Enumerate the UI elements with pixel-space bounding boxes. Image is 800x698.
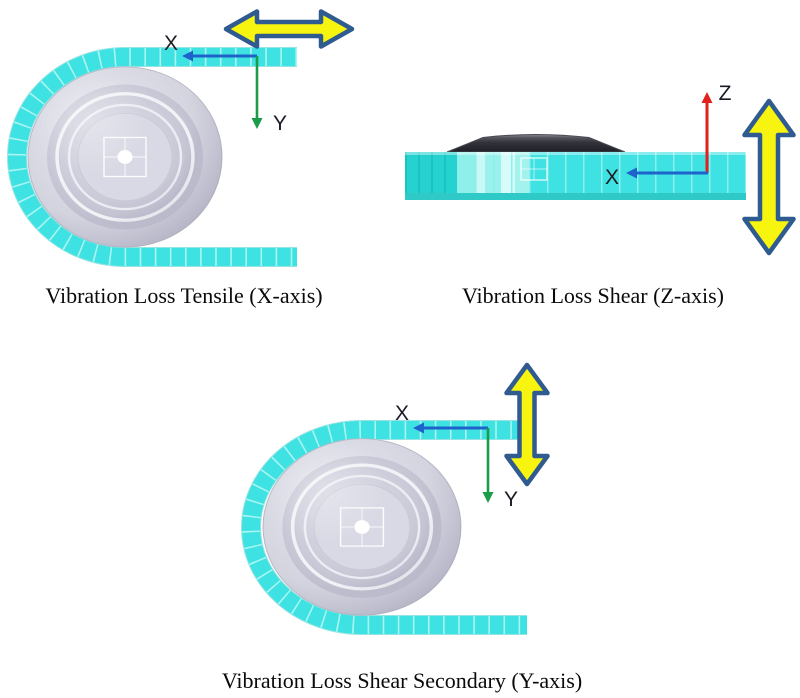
vibration-double-arrow-horizontal-icon — [223, 9, 355, 49]
z-axis-label: Z — [719, 82, 732, 105]
x-axis-label: X — [395, 402, 409, 425]
dome-side-profile — [446, 134, 626, 153]
y-axis-arrowhead-icon — [251, 118, 263, 129]
slab-top-highlight — [405, 152, 746, 155]
y-axis-label: Y — [504, 488, 518, 511]
caption-shear-secondary-y: Vibration Loss Shear Secondary (Y-axis) — [222, 668, 582, 693]
speaker-disc — [261, 436, 463, 618]
x-axis-arrowhead-icon — [626, 167, 637, 179]
coordinate-axes: X Y — [395, 402, 518, 511]
slab-light-stripe — [501, 152, 515, 200]
mesh-clamp-band — [241, 420, 527, 635]
vibration-double-arrow-vertical-icon — [742, 98, 796, 256]
slab-light-stripe — [515, 152, 529, 200]
slab-light-stripe — [457, 152, 475, 200]
x-axis-label: X — [164, 32, 178, 55]
caption-shear-z: Vibration Loss Shear (Z-axis) — [462, 283, 724, 308]
y-axis-label: Y — [273, 112, 287, 135]
x-axis-label: X — [605, 166, 619, 189]
y-axis-arrowhead-icon — [482, 492, 494, 503]
z-axis-arrowhead-icon — [701, 92, 713, 103]
figure-tensile-x: X Y Vibration Loss Tensile (X-axis) — [7, 9, 355, 308]
mesh-band-ticks — [8, 48, 297, 266]
caption-tensile-x: Vibration Loss Tensile (X-axis) — [45, 283, 322, 308]
vibration-double-arrow-vertical-icon — [504, 362, 550, 487]
mesh-clamp-band — [7, 47, 297, 267]
figure-shear-z: Z X Vibration Loss Shear (Z-axis) — [405, 82, 796, 308]
coordinate-axes: Z X — [605, 82, 732, 189]
x-axis-arrowhead-icon — [182, 50, 193, 62]
speaker-disc — [26, 65, 224, 249]
figure-shear-secondary-y: X Y Vibration Loss Shear Secondary (Y-ax… — [222, 362, 582, 693]
mesh-slab — [405, 152, 746, 200]
coordinate-axes: X Y — [164, 32, 287, 135]
mesh-band — [242, 421, 527, 634]
slab-bottom-edge — [405, 193, 746, 200]
x-axis-arrowhead-icon — [413, 422, 424, 434]
slab-light-stripe — [475, 152, 485, 200]
